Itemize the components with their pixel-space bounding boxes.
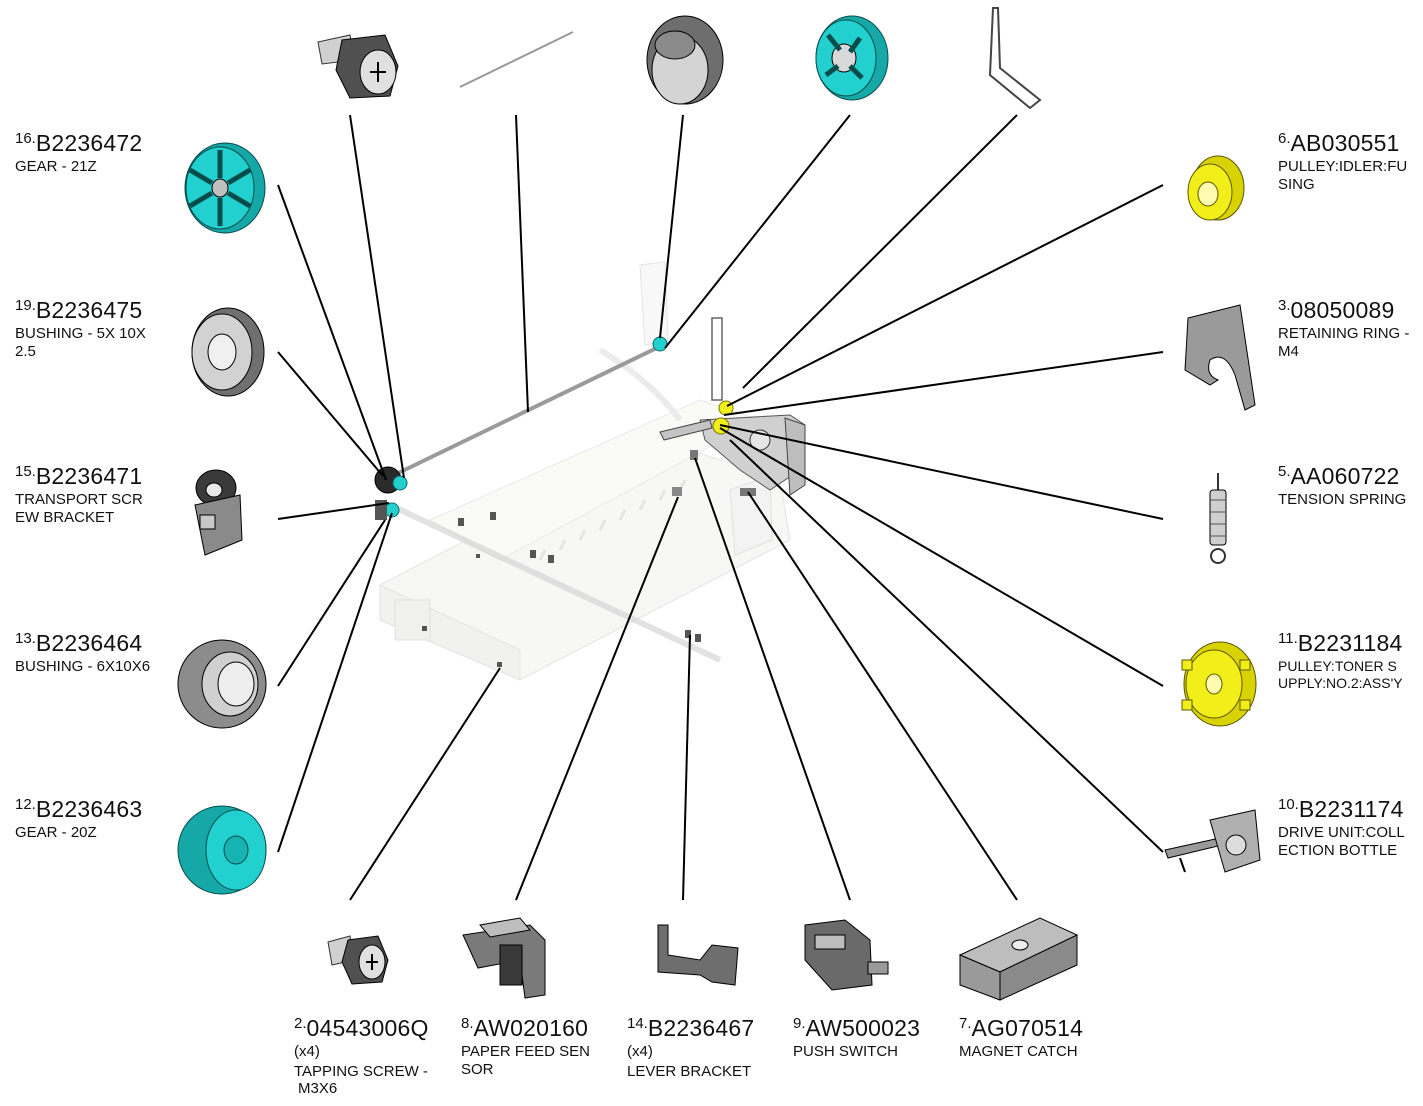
leader-lines: [277, 114, 1164, 901]
label-part-14: 14.B2236467 (x4) LEVER BRACKET: [627, 1015, 755, 1080]
tension-spring-icon: [1209, 473, 1227, 564]
bushing-top-icon: [646, 15, 724, 105]
assembly-shaft: [387, 342, 666, 480]
bushing-19-icon: [191, 307, 265, 397]
main-assembly: [379, 261, 791, 681]
label-part-16: 16.B2236472 GEAR - 21Z: [15, 130, 143, 176]
magnet-catch-icon: [958, 917, 1079, 1001]
assembly-brackets: [422, 512, 701, 667]
label-part-5: 5.AA060722 TENSION SPRING: [1278, 463, 1407, 509]
label-part-9: 9.AW500023 PUSH SWITCH: [793, 1015, 921, 1061]
label-part-13: 13.B2236464 BUSHING - 6X10X6: [15, 630, 151, 676]
gear-top-icon: [815, 15, 889, 101]
push-switch-icon: [804, 919, 889, 991]
shaft-rod-icon: [459, 31, 574, 88]
gear-20z-icon: [177, 805, 267, 895]
label-part-3: 3.08050089 RETAINING RING -M4: [1278, 297, 1410, 360]
drive-unit-icon: [1164, 809, 1261, 873]
screw-top-icon: [317, 34, 399, 99]
retaining-ring-icon: [1184, 304, 1256, 411]
spring-wire-icon: [988, 7, 1042, 110]
idler-pulley-icon: [1187, 155, 1245, 221]
label-part-2: 2.04543006Q (x4) TAPPING SCREW -M3X6: [294, 1015, 429, 1097]
label-part-12: 12.B2236463 GEAR - 20Z: [15, 796, 143, 842]
bushing-13-icon: [177, 639, 267, 729]
paper-feed-sensor-icon: [462, 917, 546, 999]
gear-21z-icon: [184, 142, 266, 234]
tapping-screw-icon: [327, 935, 389, 985]
lever-bracket-icon: [657, 924, 739, 986]
toner-pulley-icon: [1181, 641, 1257, 727]
screw-bracket-icon: [194, 469, 243, 556]
label-part-7: 7.AG070514 MAGNET CATCH: [959, 1015, 1084, 1061]
